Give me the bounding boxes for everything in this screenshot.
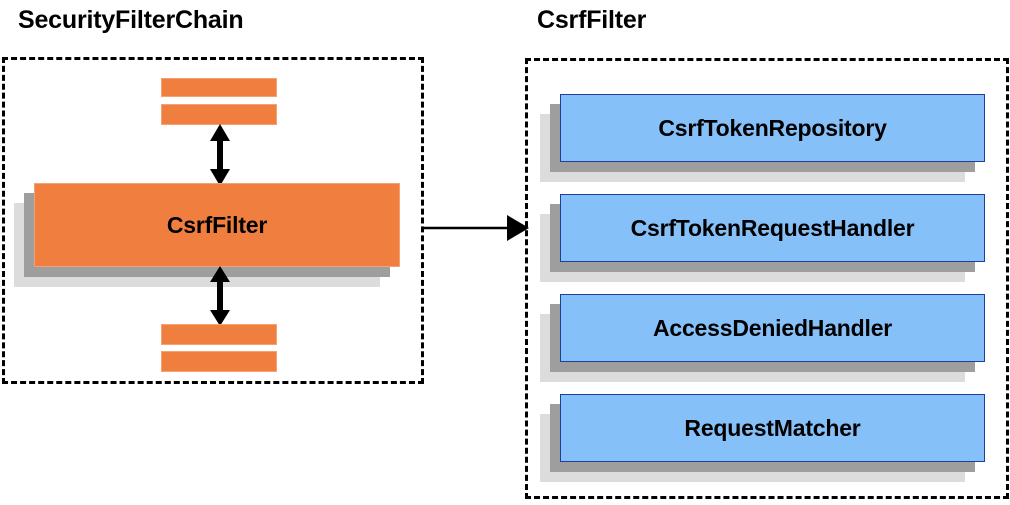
node-label: AccessDeniedHandler — [652, 314, 893, 341]
arrow-up-bidirectional — [210, 124, 230, 186]
node-face: RequestMatcher — [560, 394, 985, 462]
node-face: CsrfFilter — [34, 183, 400, 267]
filter-bar-bottom-1 — [161, 324, 277, 345]
node-csrffilter[interactable]: CsrfFilter — [14, 183, 400, 287]
page-title-security-filter-chain: SecurityFilterChain — [18, 6, 244, 34]
security-filter-chain-panel — [2, 57, 424, 384]
node-csrftokenrequesthandler[interactable]: CsrfTokenRequestHandler — [540, 194, 985, 282]
csrffilter-to-collaborators-arrow — [423, 215, 529, 241]
filter-bar-top-2 — [161, 104, 277, 125]
filter-bar-top-1 — [161, 78, 277, 97]
node-face: AccessDeniedHandler — [560, 294, 985, 362]
node-label: CsrfTokenRequestHandler — [630, 214, 915, 241]
arrow-down-bidirectional — [210, 266, 230, 326]
node-csrftokenrepository[interactable]: CsrfTokenRepository — [540, 94, 985, 182]
node-face: CsrfTokenRequestHandler — [560, 194, 985, 262]
node-label: RequestMatcher — [684, 414, 861, 441]
csrf-filter-collaborators-panel — [525, 58, 1009, 499]
node-label: CsrfTokenRepository — [658, 114, 887, 141]
node-accessdeniedhandler[interactable]: AccessDeniedHandler — [540, 294, 985, 382]
filter-bar-bottom-2 — [161, 351, 277, 372]
page-title-csrf-filter: CsrfFilter — [537, 6, 647, 34]
node-label: CsrfFilter — [166, 211, 268, 238]
node-requestmatcher[interactable]: RequestMatcher — [540, 394, 985, 482]
node-face: CsrfTokenRepository — [560, 94, 985, 162]
